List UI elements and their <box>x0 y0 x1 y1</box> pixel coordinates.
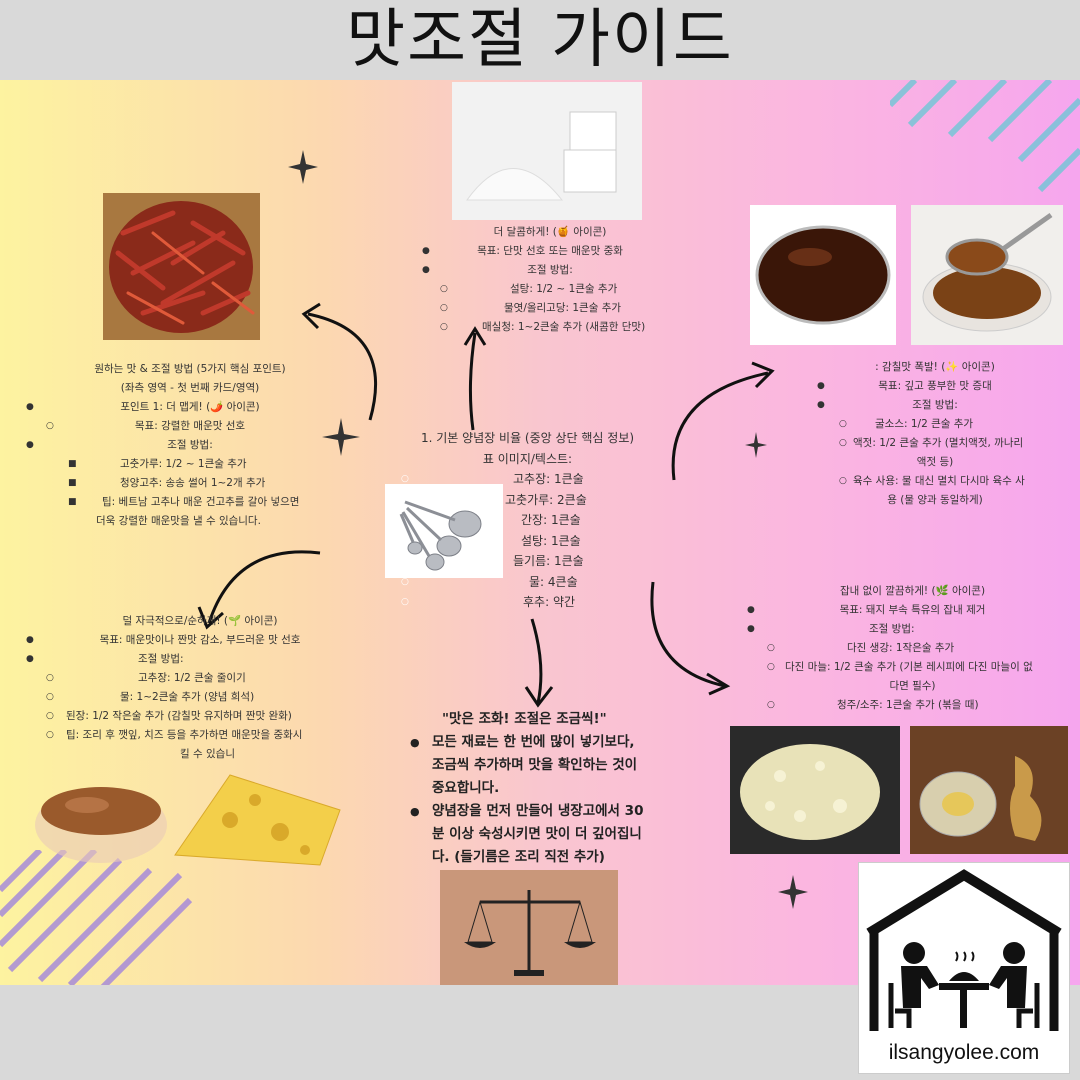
method-label: ●조절 방법: <box>817 399 958 411</box>
section-subheading: (좌측 영역 - 첫 번째 카드/영역) <box>120 382 260 394</box>
infographic-panel: 원하는 맛 & 조절 방법 (5가지 핵심 포인트) (좌측 영역 - 첫 번째… <box>0 80 1080 985</box>
tip-bullet-cont: 분 이상 숙성시키면 맛이 더 깊어집니 <box>432 826 642 842</box>
list-item: ○매실청: 1~2큰술 추가 (새콤한 단맛) <box>440 321 646 333</box>
list-item: 킬 수 있습니 <box>180 748 235 760</box>
sparkle-icon <box>778 875 808 909</box>
sugar-image <box>452 82 642 220</box>
arrow-icon <box>301 302 378 421</box>
method-label: ●조절 방법: <box>26 439 213 451</box>
base-ratio-section: 1. 기본 양념장 비율 (중앙 상단 핵심 정보) 표 이미지/텍스트: ○고… <box>395 428 660 613</box>
method-label: ●조절 방법: <box>747 623 915 635</box>
cheese-image <box>170 760 345 868</box>
sparkle-icon <box>745 432 767 458</box>
ratio-item: 간장: 1큰술 <box>521 513 581 527</box>
list-item: ○굴소스: 1/2 큰술 추가 <box>839 418 974 430</box>
goal-text: ●목표: 돼지 부속 특유의 잡내 제거 <box>747 604 986 616</box>
list-item: ○다진 생강: 1작은술 추가 <box>767 642 955 654</box>
tip-bullet-cont: 다. (들기름은 조리 직전 추가) <box>432 849 605 865</box>
arrow-icon <box>197 550 321 630</box>
point-title: 잡내 없이 깔끔하게! (🌿 아이콘) <box>839 585 986 597</box>
list-item: ○된장: 1/2 작은술 추가 (감칠맛 유지하며 짠맛 완화) <box>46 710 292 722</box>
sparkle-icon <box>322 418 360 456</box>
list-item: ○육수 사용: 물 대신 멸치 다시마 육수 사 <box>839 475 1025 487</box>
list-item-cont: 용 (물 양과 동일하게) <box>887 494 983 506</box>
oyster-sauce-bowl-image <box>750 205 896 345</box>
list-item: ■청양고추: 송송 썰어 1~2개 추가 <box>68 477 266 489</box>
soybean-paste-bowl-image <box>32 775 170 867</box>
list-item: ○다진 마늘: 1/2 큰술 추가 (기본 레시피에 다진 마늘이 없 <box>767 661 1033 673</box>
goal-text: ●목표: 매운맛이나 짠맛 감소, 부드러운 맛 선호 <box>26 634 301 646</box>
stripes-decoration-left <box>0 850 193 985</box>
tip-bullet-cont: 조금씩 추가하며 맛을 확인하는 것이 <box>432 757 638 773</box>
section-subheading: 표 이미지/텍스트: <box>482 451 573 466</box>
tip-section: "맛은 조화! 조절은 조금씩!" ●모든 재료는 한 번에 많이 넣기보다, … <box>408 708 698 869</box>
list-item: 더욱 강렬한 매운맛을 낼 수 있습니다. <box>96 515 261 527</box>
list-item: ○물: 1~2큰술 추가 (양념 희석) <box>46 691 255 703</box>
list-item: ○액젓: 1/2 큰술 추가 (멸치액젓, 까나리 <box>839 437 1024 449</box>
arrow-icon <box>671 361 775 481</box>
point-title: 덜 자극적으로/순하게! (🌱 아이콘) <box>122 615 278 627</box>
page-title: 맛조절 가이드 <box>346 3 734 77</box>
fish-sauce-spoon-image <box>911 205 1063 345</box>
ratio-item: ○들기름: 1큰술 <box>401 554 584 568</box>
ratio-item: 설탕: 1큰술 <box>521 533 581 548</box>
stripes-decoration-right <box>890 80 1080 193</box>
arrow-icon <box>524 618 554 708</box>
sweet-section: 더 달콤하게! (🍯 아이콘) ●목표: 단맛 선호 또는 매운맛 중화 ●조절… <box>410 223 690 337</box>
point-title: 더 달콤하게! (🍯 아이콘) <box>493 226 607 238</box>
dried-chili-image <box>103 193 260 340</box>
section-heading: 원하는 맛 & 조절 방법 (5가지 핵심 포인트) <box>94 363 286 375</box>
goal-text: ●목표: 깊고 풍부한 맛 증대 <box>817 380 992 392</box>
list-item-cont: 다면 필수) <box>889 680 936 692</box>
tip-bullet: ●모든 재료는 한 번에 많이 넣기보다, <box>410 734 635 750</box>
point-title: : 감칠맛 폭발! (✨ 아이콘) <box>875 361 995 373</box>
goal-text: ●목표: 단맛 선호 또는 매운맛 중화 <box>422 245 623 257</box>
list-item: ■팁: 베트남 고추나 매운 건고추를 갈아 넣으면 <box>68 496 300 508</box>
ratio-item: ○고추장: 1큰술 <box>401 472 584 486</box>
sparkle-icon <box>288 150 318 184</box>
spicy-section: 원하는 맛 & 조절 방법 (5가지 핵심 포인트) (좌측 영역 - 첫 번째… <box>20 360 360 531</box>
site-logo[interactable]: ilsangyolee.com <box>858 862 1070 1074</box>
balance-scale-image <box>440 870 618 985</box>
measuring-spoons-image <box>385 484 503 578</box>
goal-text: ○목표: 강렬한 매운맛 선호 <box>46 420 246 432</box>
tip-quote: "맛은 조화! 조절은 조금씩!" <box>442 711 607 727</box>
list-item: ○고추장: 1/2 큰술 줄이기 <box>46 672 246 684</box>
logo-url[interactable]: ilsangyolee.com <box>888 1041 1040 1064</box>
tip-bullet-cont: 중요합니다. <box>432 780 500 796</box>
ratio-item: ○후추: 약간 <box>401 595 576 609</box>
arrow-icon <box>650 581 731 696</box>
umami-section: : 감칠맛 폭발! (✨ 아이콘) ●목표: 깊고 풍부한 맛 증대 ●조절 방… <box>795 358 1075 510</box>
ratio-item: ○물: 4큰술 <box>401 574 578 589</box>
arrow-icon <box>463 326 487 431</box>
deodorize-section: 잡내 없이 깔끔하게! (🌿 아이콘) ●목표: 돼지 부속 특유의 잡내 제거… <box>745 582 1080 715</box>
ratio-item: 고춧가루: 2큰술 <box>505 492 587 507</box>
house-dining-icon <box>866 869 1062 1031</box>
mild-section: 덜 자극적으로/순하게! (🌱 아이콘) ●목표: 매운맛이나 짠맛 감소, 부… <box>20 612 380 764</box>
point-title: ●포인트 1: 더 맵게! (🌶️ 아이콘) <box>26 401 260 413</box>
list-item-cont: 액젓 등) <box>916 456 954 468</box>
list-item: ○팁: 조리 후 깻잎, 치즈 등을 추가하면 매운맛을 중화시 <box>46 729 303 741</box>
minced-garlic-image <box>730 726 900 854</box>
tip-bullet: ●양념장을 먼저 만들어 냉장고에서 30 <box>410 803 644 819</box>
list-item: ○설탕: 1/2 ~ 1큰술 추가 <box>440 283 618 295</box>
list-item: ■고춧가루: 1/2 ~ 1큰술 추가 <box>68 458 247 470</box>
list-item: ○청주/소주: 1큰술 추가 (볶을 때) <box>767 699 979 711</box>
ginger-image <box>910 726 1068 854</box>
method-label: ●조절 방법: <box>26 653 184 665</box>
section-heading: 1. 기본 양념장 비율 (중앙 상단 핵심 정보) <box>420 431 635 445</box>
list-item: ○물엿/올리고당: 1큰술 추가 <box>440 302 622 314</box>
method-label: ●조절 방법: <box>422 264 573 276</box>
